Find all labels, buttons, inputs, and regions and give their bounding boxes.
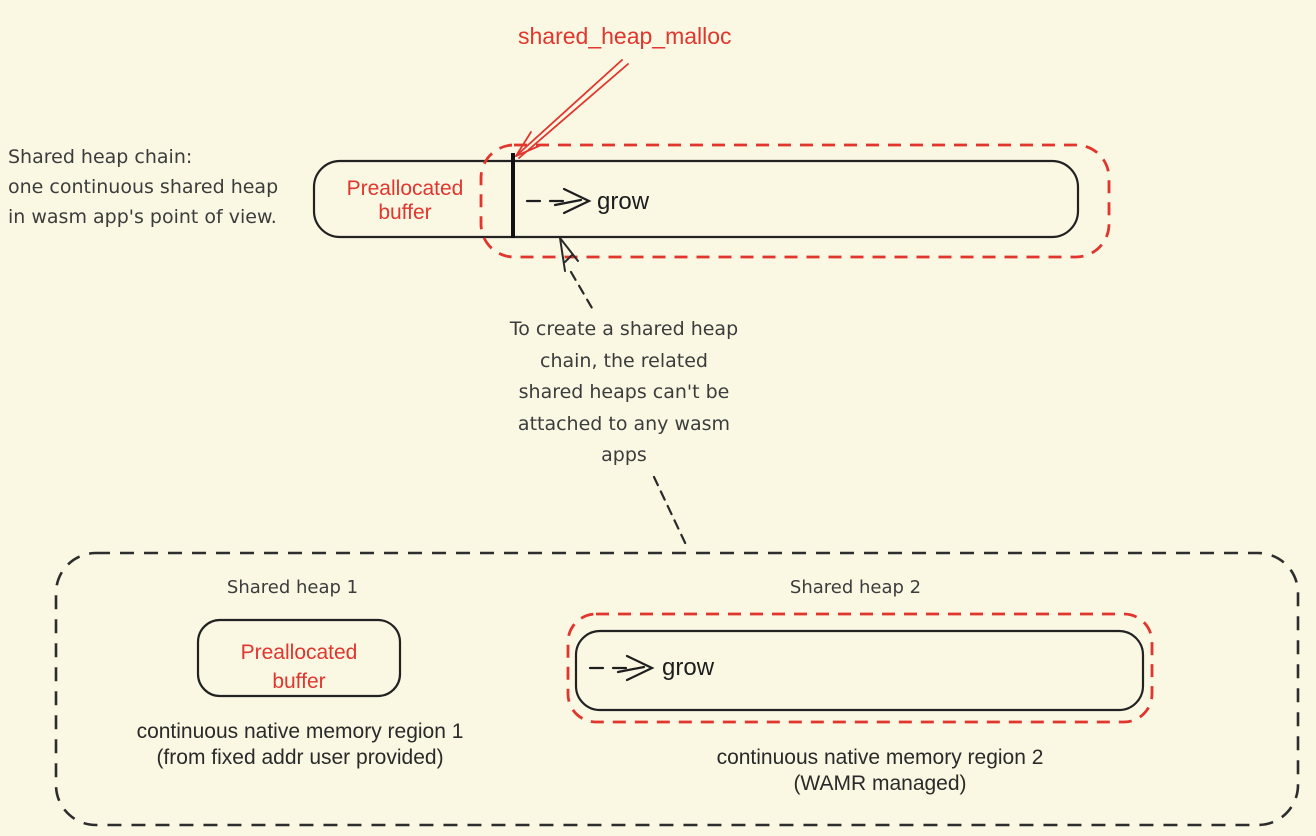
prealloc-label-top: Preallocated buffer <box>346 177 464 224</box>
heap2-caption: continuous native memory region 2 (WAMR … <box>716 746 1044 795</box>
heap1-prealloc-box <box>196 618 402 698</box>
prealloc-label-heap1: Preallocated buffer <box>240 641 358 693</box>
note-line: chain, the related <box>540 349 708 372</box>
note-line: apps <box>601 444 647 466</box>
note-line: To create a shared heap <box>509 318 739 340</box>
pointer-arrow <box>559 237 579 272</box>
shared-heaps-group-dashed-outline <box>54 551 1300 827</box>
growable-region-dashed-outline <box>479 143 1111 259</box>
heap2-title: Shared heap 2 <box>789 577 922 598</box>
malloc-function-label: shared_heap_malloc <box>518 23 732 49</box>
heading-line: Shared heap chain: <box>8 146 193 168</box>
grow-arrow-top <box>525 187 592 215</box>
heap2-box <box>574 629 1145 712</box>
heading-line: one continuous shared heap <box>8 176 279 198</box>
heap1-caption: continuous native memory region 1 (from … <box>136 720 464 769</box>
connector-dashed-line-2 <box>652 475 690 551</box>
grow-arrow-heap2 <box>588 654 655 682</box>
malloc-arrow <box>515 59 629 159</box>
grow-label-top: grow <box>597 188 650 215</box>
heading-line: in wasm app's point of view. <box>8 206 277 228</box>
shared-heap-bar <box>312 159 1080 239</box>
grow-label-heap2: grow <box>662 654 715 681</box>
note-text: To create a shared heap chain, the relat… <box>448 314 800 472</box>
heap1-title: Shared heap 1 <box>226 577 359 598</box>
heap2-dashed-outline <box>566 612 1154 724</box>
note-line: attached to any wasm <box>517 412 731 435</box>
connector-dashed-line-1 <box>569 270 594 310</box>
note-line: shared heaps can't be <box>518 381 730 403</box>
heading-text: Shared heap chain: one continuous shared… <box>8 142 278 232</box>
